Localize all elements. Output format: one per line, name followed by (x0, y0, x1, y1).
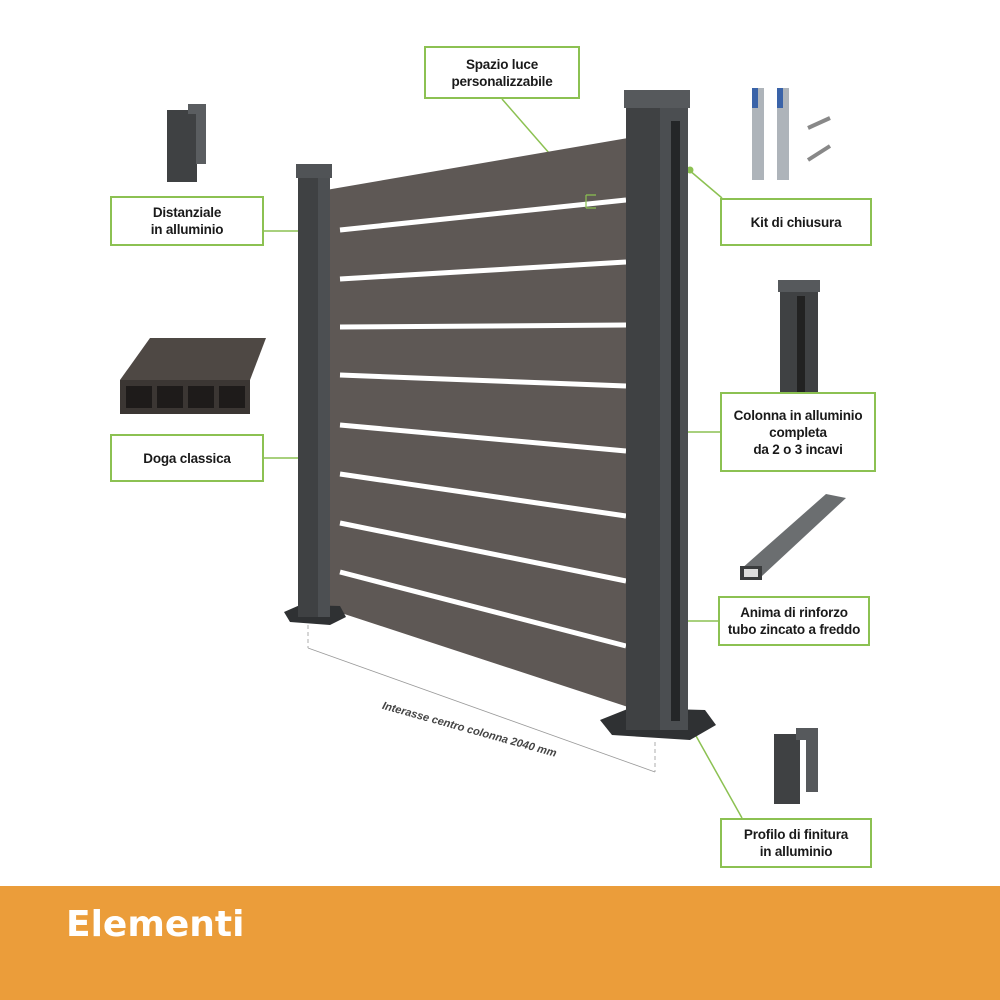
label-profilo: Profilo di finitura in alluminio (720, 818, 872, 868)
label-line: da 2 o 3 incavi (753, 441, 843, 457)
finish-profile-thumbnail (774, 728, 818, 804)
banner-title: Elementi (66, 904, 245, 945)
closing-kit-thumbnail (752, 88, 832, 180)
label-line: Colonna in alluminio (733, 407, 863, 423)
label-line: in alluminio (759, 844, 833, 859)
gap-bracket (585, 194, 596, 209)
tube-thumbnail (740, 494, 846, 580)
label-line: personalizzabile (451, 73, 553, 89)
column-thumbnail (778, 280, 820, 392)
label-line: tubo zincato a freddo (727, 622, 861, 637)
label-line: Anima di rinforzo (740, 605, 848, 620)
banner: Elementi (0, 886, 1000, 1000)
dimension-line (307, 625, 656, 773)
fence-diagram (120, 88, 846, 819)
label-line: Distanziale (152, 205, 222, 220)
label-anima: Anima di rinforzo tubo zincato a freddo (718, 596, 870, 646)
label-kit: Kit di chiusura (720, 198, 872, 246)
label-line: Spazio luce (465, 56, 539, 72)
label-line: Profilo di finitura (743, 827, 849, 842)
label-line: in alluminio (150, 222, 224, 237)
label-line: Doga classica (143, 450, 231, 466)
label-line: Kit di chiusura (750, 214, 842, 230)
spacer-thumbnail (167, 104, 206, 182)
board-thumbnail (120, 338, 266, 414)
label-distanziale: Distanziale in alluminio (110, 196, 264, 246)
slat-gaps (339, 197, 627, 649)
label-line: completa (769, 424, 827, 440)
left-post (284, 164, 346, 625)
fence-panel (326, 138, 628, 707)
right-post (600, 90, 716, 740)
label-doga: Doga classica (110, 434, 264, 482)
